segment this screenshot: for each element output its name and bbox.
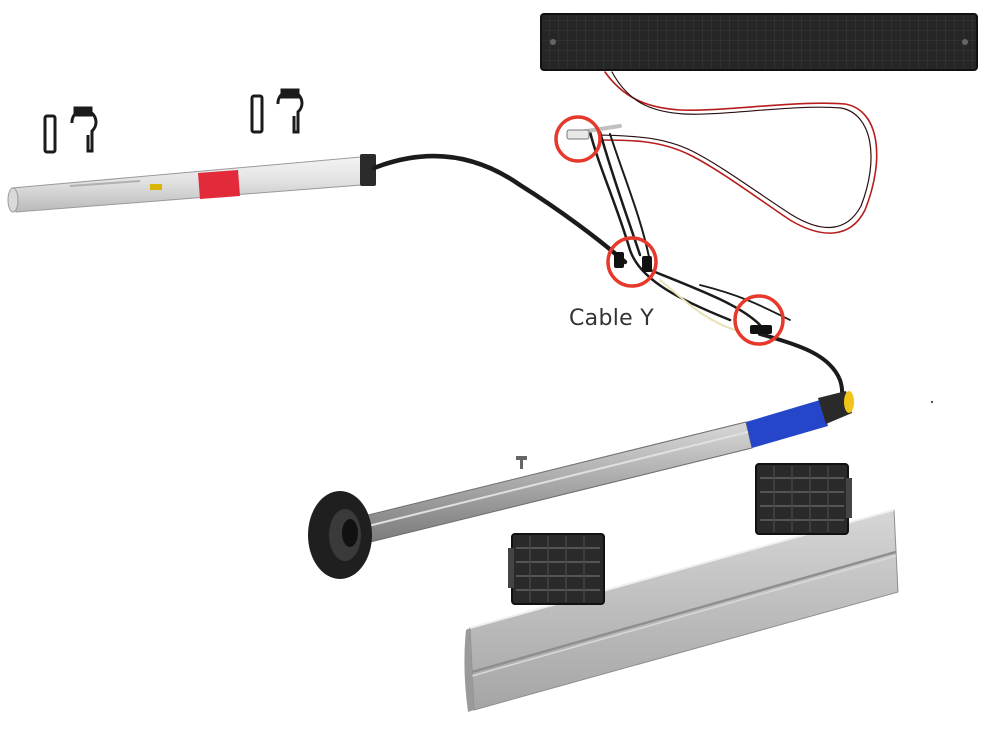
callout-circle-battery <box>606 236 658 288</box>
bracket-icon <box>508 463 852 605</box>
solar-wires <box>599 71 878 234</box>
cable-connectors <box>566 129 772 334</box>
solar-panel-icon <box>540 13 978 71</box>
bracket-left <box>508 533 605 605</box>
callout-circles <box>554 115 785 346</box>
cable-y-label: Cable Y <box>569 306 654 331</box>
callout-circle-solar <box>554 115 602 163</box>
end-cap-icon <box>308 491 372 579</box>
battery-tube-icon <box>7 154 376 213</box>
callout-circle-motor <box>733 294 785 346</box>
stray-dot <box>930 400 934 404</box>
cable-harness <box>371 124 845 412</box>
bracket-right <box>755 463 852 535</box>
mounting-clip-icon <box>43 88 304 154</box>
